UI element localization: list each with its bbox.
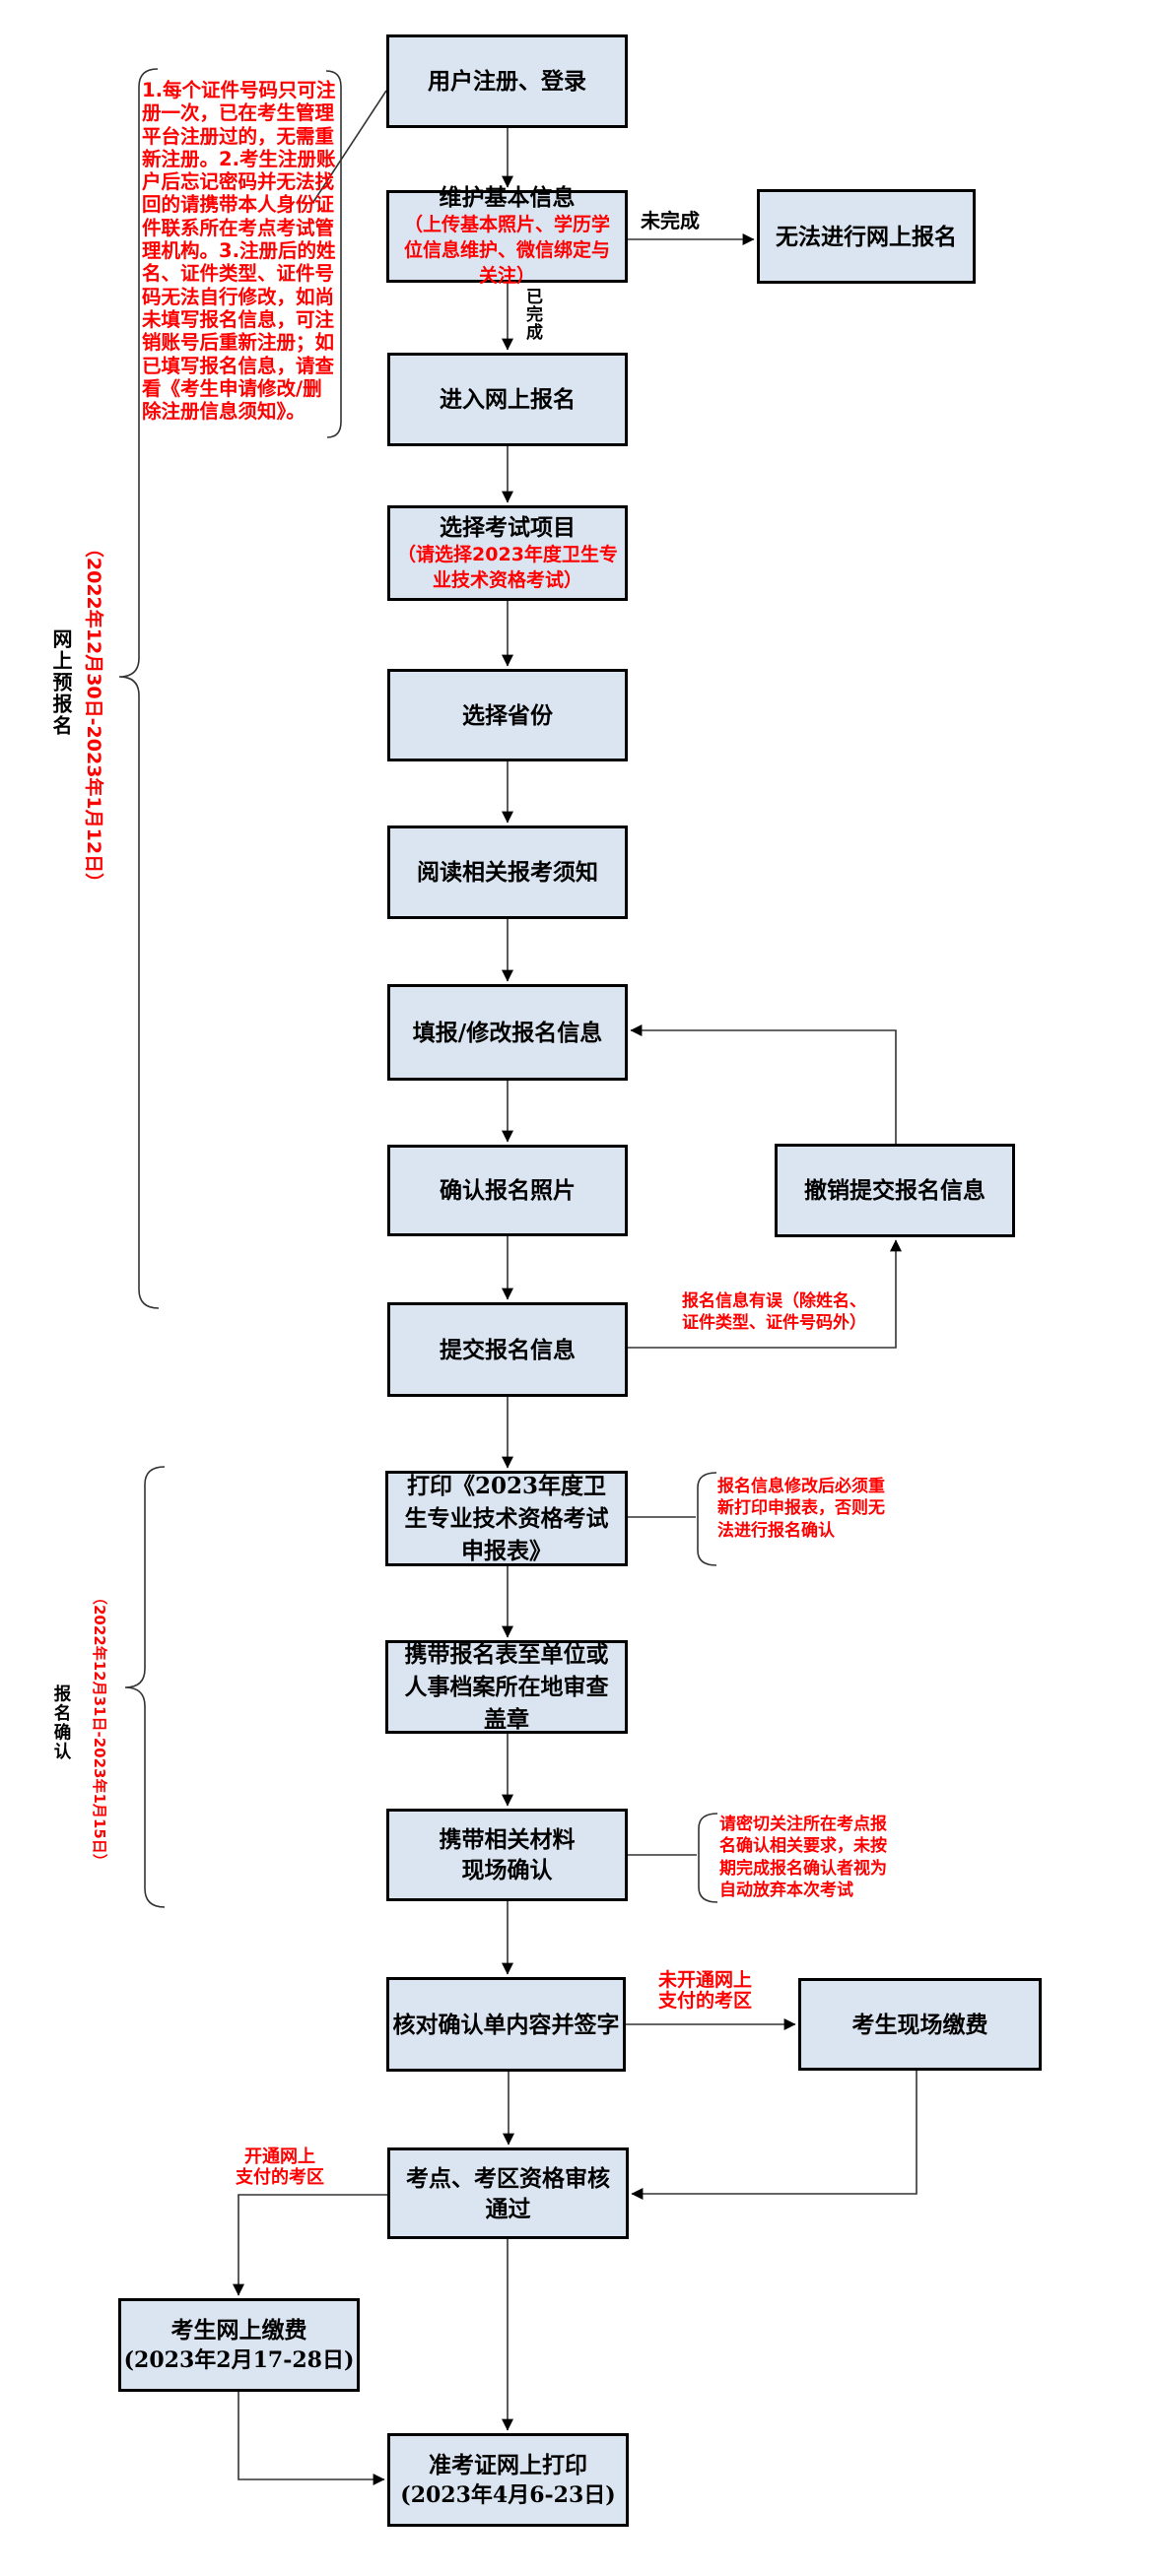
edge-label-line: 证件类型、证件号码外） [682,1313,866,1334]
flow-box-print-ticket: 准考证网上打印 (2023年4月6-23日) [387,2433,629,2527]
flow-box-onsite-pay: 考生现场缴费 [798,1978,1042,2071]
flow-box-verify-sign: 核对确认单内容并签字 [386,1977,626,2072]
flow-box-submit-info: 提交报名信息 [387,1302,628,1397]
section-label-confirmation: 报名确认 [51,1684,71,1761]
flow-box-stamp-form: 携带报名表至单位或人事档案所在地审查盖章 [385,1640,628,1734]
section-dates-pre-registration: （2022年12月30日-2023年1月12日） [83,538,104,892]
note-line: 自动放弃本次考试 [719,1881,853,1901]
flow-box-label: 核对确认单内容并签字 [392,2011,620,2038]
flow-box-label2: 通过 [485,2195,531,2222]
flow-box-label: 准考证网上打印 [429,2451,587,2478]
flow-box-online-pay: 考生网上缴费 (2023年2月17-28日) [118,2298,360,2392]
note-line: 报名信息修改后必须重 [717,1477,885,1496]
flow-box-label: 打印《2023年度卫生专业技术资格考试申报表》 [404,1473,609,1564]
flow-box-sublabel: （上传基本照片、学历学位信息维护、微信绑定与关注） [403,214,610,287]
edge-label-info-error: 报名信息有误（除姓名、 证件类型、证件号码外） [682,1290,866,1335]
flow-box-maintain-info: 维护基本信息 （上传基本照片、学历学位信息维护、微信绑定与关注） [386,184,628,287]
flow-box-read-notice: 阅读相关报考须知 [387,826,628,919]
flow-box-register: 用户注册、登录 [386,34,628,128]
flow-box-label: 考生现场缴费 [851,2011,988,2038]
flow-box-label: 选择考试项目 [440,513,576,541]
flow-box-select-province: 选择省份 [387,669,628,761]
note-line: 期完成报名确认者视为 [719,1858,887,1879]
flow-box-label2: 现场确认 [461,1857,553,1883]
section-label-pre-registration: 网上预报名 [49,628,73,737]
edge-label-line: 支付的考区 [236,2166,324,2188]
flow-box-label: 确认报名照片 [440,1177,576,1204]
edge-label-not-done: 未完成 [641,209,700,232]
flow-box-print-form: 打印《2023年度卫生专业技术资格考试申报表》 [385,1471,628,1566]
registration-note: 1.每个证件号码只可注册一次，已在考生管理平台注册过的，无需重新注册。2.考生注… [142,79,336,424]
note-line: 名确认相关要求，未按 [719,1836,887,1857]
flow-box-cancel-submit: 撤销提交报名信息 [775,1144,1015,1237]
note-line: 法进行报名确认 [717,1520,835,1541]
flow-box-onsite-confirm: 携带相关材料 现场确认 [386,1809,628,1901]
reprint-note: 报名信息修改后必须重 新打印申报表，否则无 法进行报名确认 [717,1476,885,1542]
edge-label-online-pay-open: 开通网上 支付的考区 [235,2147,325,2188]
flow-box-label: 无法进行网上报名 [776,223,957,250]
flow-box-fill-info: 填报/修改报名信息 [387,984,628,1081]
flow-box-sublabel: （请选择2023年度卫生专业技术资格考试） [397,543,618,591]
flow-box-label: 考生网上缴费 [170,2316,307,2344]
edge-label-line: 未开通网上 [658,1969,753,1991]
flow-box-label: 撤销提交报名信息 [804,1177,985,1204]
edge-label-done: 已完成 [522,288,542,341]
flow-box-label: 选择省份 [462,701,553,729]
note-line: 新打印申报表，否则无 [717,1498,885,1519]
edge-label-no-online-pay: 未开通网上 支付的考区 [658,1970,752,2012]
flow-box-cannot-register: 无法进行网上报名 [757,189,976,284]
edge-label-line: 支付的考区 [658,1990,753,2012]
edge-label-line: 开通网上 [244,2147,315,2167]
flow-box-label: 维护基本信息 [439,184,576,211]
flow-box-label: 考点、考区资格审核 [406,2164,610,2192]
flow-box-label: 提交报名信息 [440,1336,576,1363]
deadline-note: 请密切关注所在考点报 名确认相关要求，未按 期完成报名确认者视为 自动放弃本次考… [719,1814,887,1902]
flow-box-enter-registration: 进入网上报名 [387,353,628,446]
flow-box-confirm-photo: 确认报名照片 [387,1145,628,1236]
flow-box-label: 阅读相关报考须知 [417,859,598,886]
flow-box-label: 填报/修改报名信息 [412,1019,603,1046]
flow-box-label: 进入网上报名 [440,386,576,413]
note-line: 请密切关注所在考点报 [719,1815,887,1834]
section-dates-confirmation: （2022年12月31日-2023年1月15日） [91,1590,108,1869]
flow-box-select-exam: 选择考试项目 （请选择2023年度卫生专业技术资格考试） [387,505,628,601]
flow-box-label2: (2023年4月6-23日) [400,2481,616,2508]
flow-box-label2: (2023年2月17-28日) [123,2346,355,2373]
flow-box-label: 携带报名表至单位或人事档案所在地审查盖章 [404,1641,609,1733]
flow-box-audit-pass: 考点、考区资格审核 通过 [387,2147,629,2239]
flow-box-label: 携带相关材料 [439,1826,576,1853]
flow-box-label: 用户注册、登录 [428,68,586,95]
edge-label-line: 报名信息有误（除姓名、 [682,1291,866,1311]
